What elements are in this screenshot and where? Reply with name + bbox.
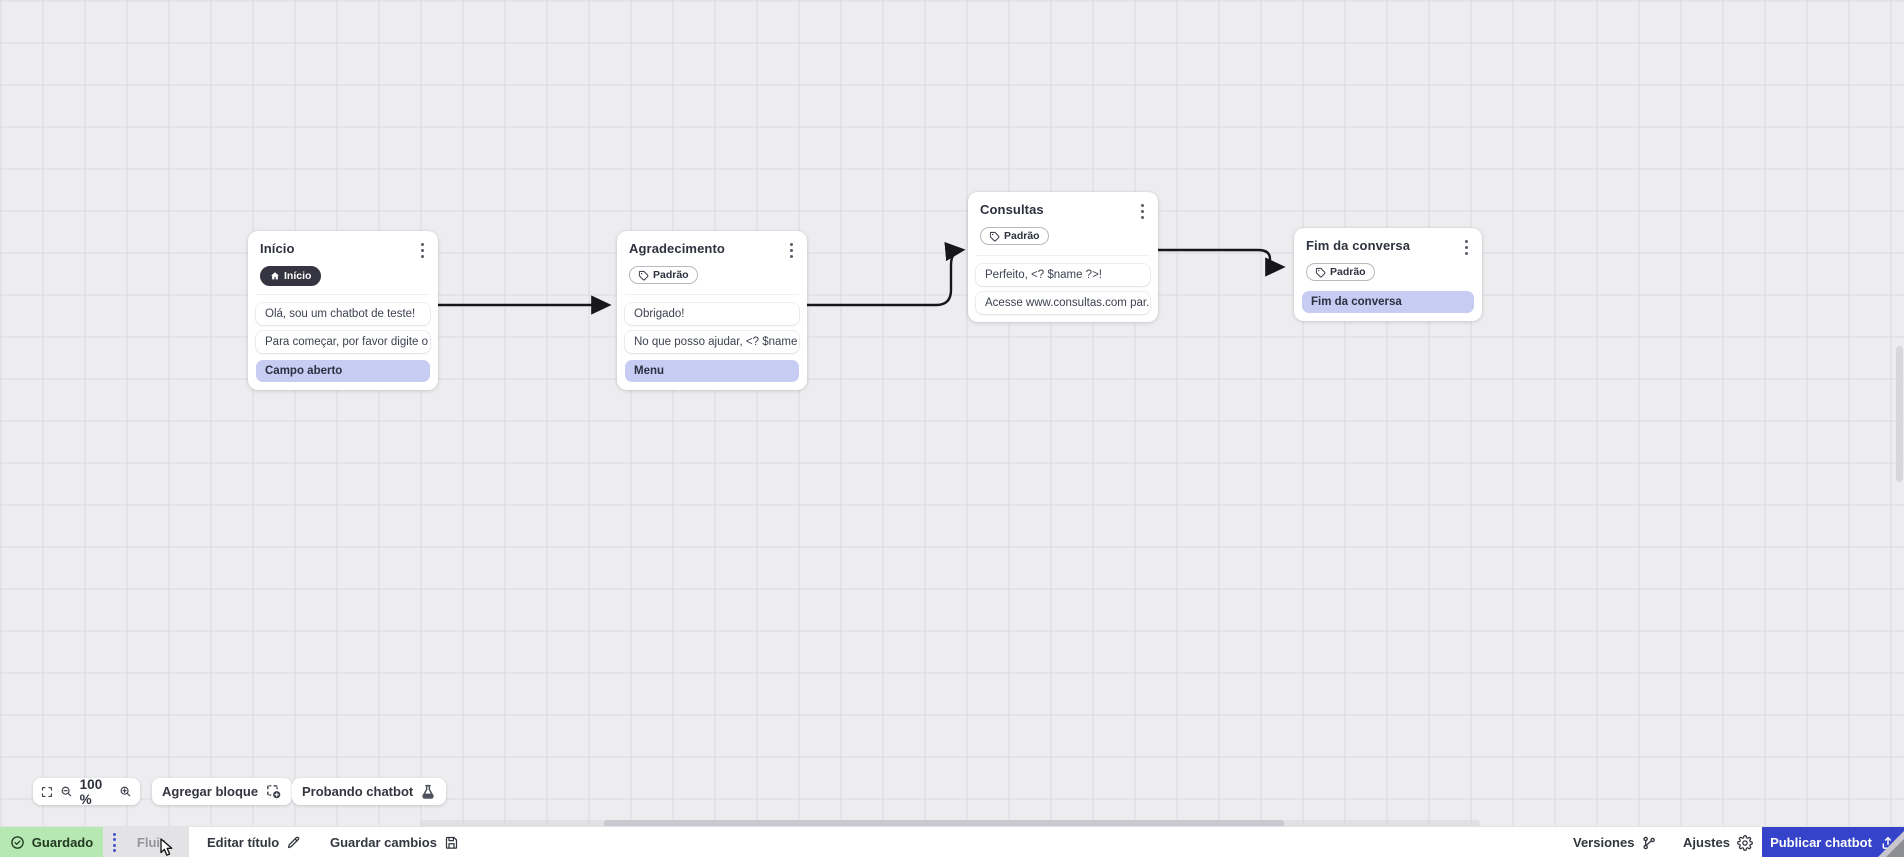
edit-title-button[interactable]: Editar título: [207, 827, 301, 857]
node-fim-da-conversa[interactable]: Fim da conversa Padrão Fim da conversa: [1294, 228, 1482, 321]
add-block-icon: [267, 785, 281, 799]
branch-icon: [1643, 836, 1656, 849]
edit-title-label: Editar título: [207, 835, 280, 850]
resize-corner-inner: [1886, 839, 1904, 857]
tab-flow-label: Fluir: [136, 835, 166, 850]
node-title: Fim da conversa: [1306, 238, 1411, 253]
node-menu-kebab-icon[interactable]: [1461, 238, 1472, 257]
message-bubble[interactable]: No que posso ajudar, <? $name ...: [625, 330, 799, 353]
default-badge: Padrão: [980, 227, 1049, 245]
home-icon: [271, 272, 279, 280]
flow-canvas[interactable]: Início Início Olá, sou um chatbot de tes…: [0, 0, 1904, 827]
pencil-icon: [288, 836, 300, 849]
node-consultas[interactable]: Consultas Padrão Perfeito, <? $name ?>! …: [968, 192, 1158, 322]
tag-icon: [638, 270, 649, 280]
zoom-in-icon[interactable]: [119, 784, 132, 799]
tag-icon: [1315, 267, 1326, 277]
saved-status-badge: Guardado: [0, 827, 103, 857]
node-option-button[interactable]: Menu: [625, 359, 799, 382]
save-changes-button[interactable]: Guardar cambios: [330, 827, 459, 857]
node-inicio[interactable]: Início Início Olá, sou um chatbot de tes…: [248, 231, 438, 390]
status-bar: Guardado Fluir Editar título Guardar cam…: [0, 826, 1904, 857]
start-badge: Início: [260, 266, 322, 286]
node-header: Agradecimento Padrão: [625, 239, 799, 286]
node-agradecimento[interactable]: Agradecimento Padrão Obrigado! No que po…: [617, 231, 807, 390]
test-chatbot-label: Probando chatbot: [302, 784, 414, 799]
message-bubble[interactable]: Perfeito, <? $name ?>!: [976, 263, 1150, 286]
edge-consultas-fim: [1158, 248, 1286, 277]
fit-screen-icon[interactable]: [41, 785, 53, 799]
tag-icon: [989, 231, 1000, 241]
message-bubble[interactable]: Acesse www.consultas.com par...: [976, 291, 1150, 314]
node-header: Consultas Padrão: [976, 200, 1150, 247]
node-title: Consultas: [980, 202, 1044, 217]
zoom-out-icon[interactable]: [60, 784, 73, 799]
settings-button[interactable]: Ajustes: [1683, 827, 1753, 857]
node-title: Agradecimento: [629, 241, 725, 256]
default-badge: Padrão: [629, 266, 698, 284]
publish-chatbot-label: Publicar chatbot: [1770, 835, 1872, 850]
versions-label: Versiones: [1573, 835, 1635, 850]
saved-status-label: Guardado: [31, 835, 94, 850]
node-menu-kebab-icon[interactable]: [417, 241, 428, 260]
edge-layer: [438, 241, 1286, 315]
versions-button[interactable]: Versiones: [1573, 827, 1657, 857]
message-bubble[interactable]: Obrigado!: [625, 302, 799, 325]
zoom-level-value: 100 %: [79, 776, 103, 807]
flask-icon: [422, 784, 434, 799]
drag-handle-icon[interactable]: [113, 832, 116, 853]
check-circle-icon: [11, 836, 24, 849]
vertical-scrollbar-thumb[interactable]: [1896, 346, 1903, 482]
edge-agradecimento-consultas: [807, 241, 966, 307]
tab-flow[interactable]: Fluir: [103, 827, 189, 857]
node-option-button[interactable]: Fim da conversa: [1302, 290, 1474, 313]
add-block-label: Agregar bloque: [162, 784, 259, 799]
node-header: Início Início: [256, 239, 430, 286]
default-badge: Padrão: [1306, 263, 1375, 281]
gear-icon: [1737, 834, 1753, 851]
save-changes-label: Guardar cambios: [330, 835, 437, 850]
message-bubble[interactable]: Para começar, por favor digite o ...: [256, 331, 430, 353]
message-bubble[interactable]: Olá, sou um chatbot de teste!: [256, 303, 430, 325]
add-block-button[interactable]: Agregar bloque: [152, 778, 293, 805]
node-menu-kebab-icon[interactable]: [786, 241, 797, 260]
canvas-zoom-toolbar: 100 %: [33, 776, 140, 807]
save-icon: [445, 836, 458, 849]
test-chatbot-button[interactable]: Probando chatbot: [292, 778, 447, 805]
horizontal-scrollbar-thumb[interactable]: [604, 820, 1284, 827]
node-menu-kebab-icon[interactable]: [1137, 202, 1148, 221]
node-header: Fim da conversa Padrão: [1302, 236, 1474, 283]
node-option-button[interactable]: Campo aberto: [256, 360, 430, 382]
settings-label: Ajustes: [1683, 835, 1730, 850]
node-title: Início: [260, 241, 295, 256]
